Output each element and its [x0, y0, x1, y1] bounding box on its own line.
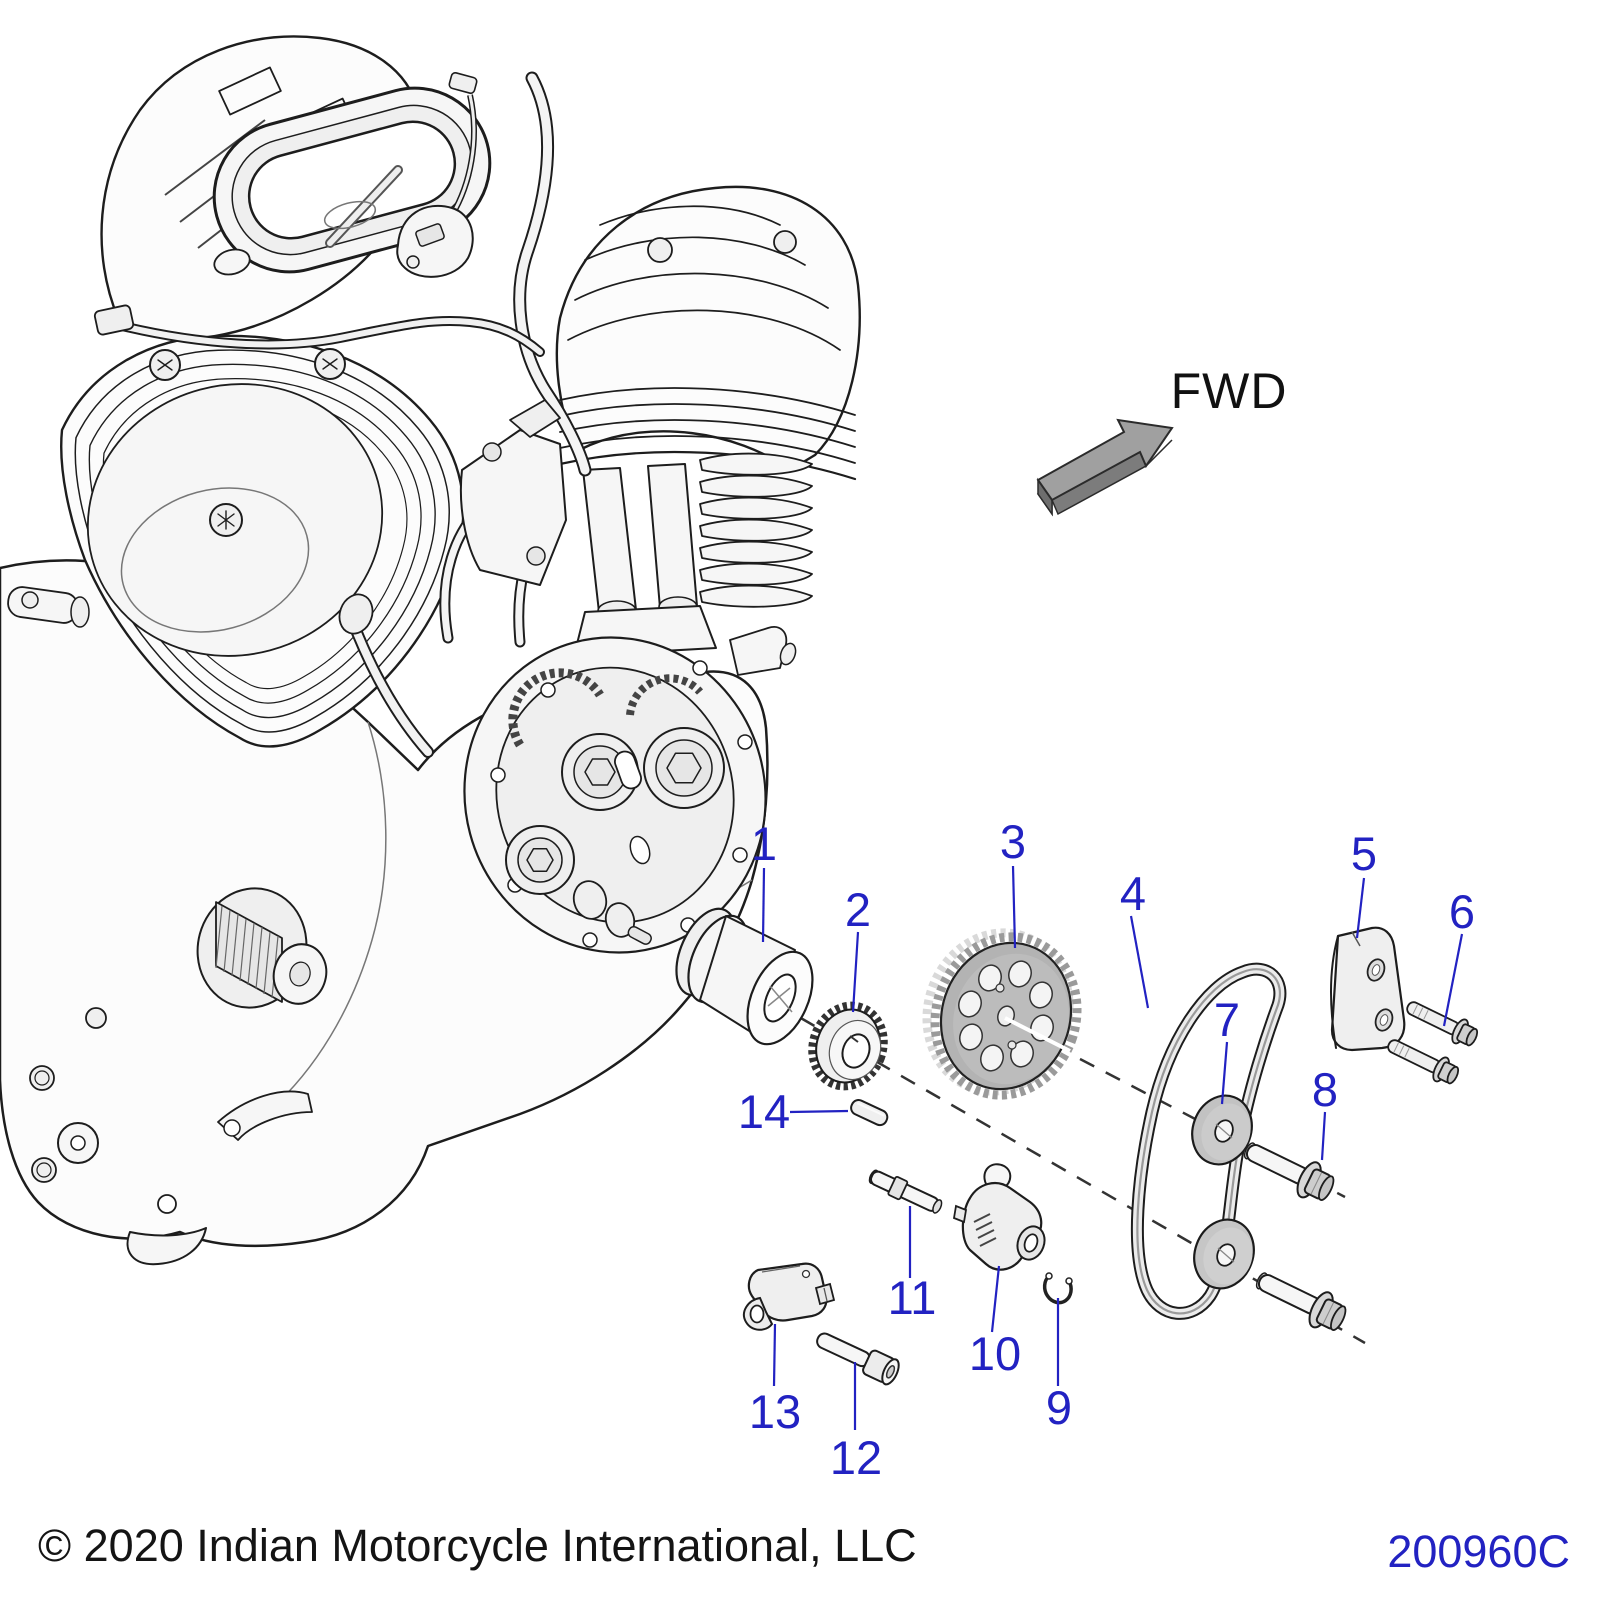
air-cleaner	[100, 35, 492, 340]
callout-5-number: 5	[1351, 827, 1377, 880]
fwd-label: FWD	[1171, 363, 1288, 419]
front-cylinder	[60, 334, 465, 748]
callout-13: 13	[749, 1323, 801, 1438]
part-13-bracket	[742, 1262, 836, 1331]
fwd-arrow	[1036, 418, 1174, 517]
cam-bosses	[505, 727, 725, 895]
callout-10: 10	[969, 1265, 1021, 1380]
part-7-washer-second	[1193, 1218, 1255, 1290]
callout-6-number: 6	[1449, 885, 1475, 938]
callout-12-number: 12	[830, 1431, 882, 1484]
rear-cylinder	[555, 185, 861, 657]
part-2-drive-gear	[808, 1001, 888, 1091]
callout-4-number: 4	[1120, 867, 1146, 920]
callout-9-number: 9	[1046, 1381, 1072, 1434]
engine-illustration	[0, 35, 861, 1266]
part-8-bolt-second	[1255, 1272, 1347, 1331]
callouts: 1 2 3 4 5 6 7 8	[738, 815, 1475, 1484]
hoses-and-wires	[93, 71, 592, 758]
main-axis-dashed-line	[699, 958, 1366, 1345]
callout-10-number: 10	[969, 1327, 1021, 1380]
callout-7: 7	[1214, 993, 1240, 1105]
callout-2-number: 2	[845, 883, 871, 936]
callout-7-number: 7	[1214, 993, 1240, 1046]
callout-14: 14	[738, 1085, 849, 1138]
part-6-bolts	[1387, 1001, 1479, 1085]
part-1-bushing	[675, 907, 814, 1046]
callout-1: 1	[751, 817, 777, 943]
callout-1-number: 1	[751, 817, 777, 870]
part-12-socket-bolt	[816, 1332, 900, 1386]
callout-12: 12	[830, 1362, 882, 1484]
callout-3: 3	[1000, 815, 1026, 949]
cylinder-fins	[699, 452, 813, 608]
copyright-text: © 2020 Indian Motorcycle International, …	[38, 1520, 917, 1571]
callout-11-number: 11	[888, 1271, 937, 1324]
part-7-washer	[1191, 1094, 1253, 1166]
part-14-key	[850, 1099, 889, 1127]
callout-11: 11	[888, 1206, 937, 1324]
callout-6: 6	[1442, 885, 1475, 1027]
callout-14-number: 14	[738, 1085, 790, 1138]
cam-chest	[463, 626, 797, 954]
callout-5: 5	[1351, 827, 1377, 939]
document-number: 200960C	[1387, 1526, 1570, 1577]
part-3-sprocket	[922, 928, 1082, 1100]
splined-shaft	[196, 887, 328, 1009]
callout-2: 2	[845, 883, 871, 1013]
cover-screws	[149, 348, 346, 537]
callout-9: 9	[1046, 1298, 1072, 1434]
callout-8-number: 8	[1312, 1063, 1338, 1116]
part-11-pin	[868, 1169, 943, 1214]
exploded-parts	[675, 907, 1479, 1386]
callout-8: 8	[1312, 1063, 1338, 1161]
part-8-bolt	[1243, 1142, 1335, 1201]
callout-3-number: 3	[1000, 815, 1026, 868]
part-10-tensioner-arm	[952, 1163, 1046, 1271]
callout-4: 4	[1120, 867, 1150, 1009]
callout-13-number: 13	[749, 1385, 801, 1438]
part-4-chain	[1130, 962, 1287, 1320]
part-5-tensioner-pad	[1330, 926, 1406, 1052]
part-9-retaining-ring	[1042, 1272, 1073, 1305]
